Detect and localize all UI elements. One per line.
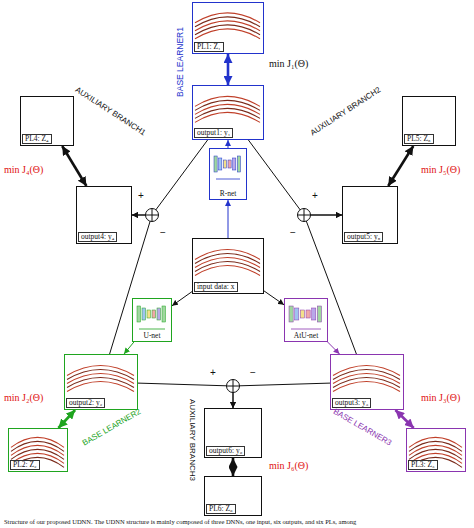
box-caption: output4: y₄ bbox=[78, 232, 117, 242]
connector-arrow bbox=[62, 146, 86, 186]
loss-label: min J₄(Θ) bbox=[3, 164, 44, 175]
connector-arrow bbox=[388, 146, 413, 186]
branch-name: AUXILIARY BRANCH3 bbox=[188, 399, 197, 481]
connector-arrow bbox=[138, 383, 233, 408]
network-name: AtU-net bbox=[294, 332, 319, 340]
sign-mark: + bbox=[138, 190, 144, 201]
network-name: U-net bbox=[143, 332, 160, 340]
connector-arrow bbox=[232, 458, 235, 476]
image-box: PL6: Z₆ bbox=[204, 476, 262, 516]
box-caption: output2: y₂ bbox=[66, 398, 105, 408]
connector-arrow bbox=[264, 291, 284, 305]
loss-label: min J₆(Θ) bbox=[268, 460, 309, 471]
image-box: output6: y₆ bbox=[204, 408, 262, 458]
image-box: output2: y₂ bbox=[64, 354, 138, 410]
box-caption: PL3: Z₃ bbox=[408, 460, 438, 470]
box-caption: input data: x bbox=[194, 282, 238, 292]
branch-name: AUXILIARY BRANCH1 bbox=[73, 86, 147, 138]
loss-label: min J₁(Θ) bbox=[268, 58, 309, 69]
connector-arrow bbox=[58, 410, 75, 428]
sign-mark: − bbox=[250, 367, 256, 378]
connector-arrow bbox=[132, 140, 208, 215]
connector-arrow bbox=[228, 140, 229, 148]
connector-arrow bbox=[328, 342, 340, 354]
connector-arrow bbox=[227, 54, 230, 85]
figure-caption: Structure of our proposed UDNN. The UDNN… bbox=[4, 518, 356, 525]
sign-mark: − bbox=[160, 227, 166, 238]
sign-mark: + bbox=[312, 190, 318, 201]
box-caption: PL5: Z₅ bbox=[404, 134, 434, 144]
sign-mark: + bbox=[210, 367, 216, 378]
network-box: R-net bbox=[209, 148, 247, 200]
network-box: U-net bbox=[132, 298, 172, 342]
sum-symbol bbox=[146, 209, 159, 222]
box-caption: PL1: Z₁ bbox=[194, 42, 224, 52]
connector-arrow bbox=[395, 410, 413, 428]
image-box: PL2: Z₂ bbox=[8, 428, 68, 472]
sign-mark: − bbox=[290, 227, 296, 238]
image-box: input data: x bbox=[192, 238, 264, 294]
image-box: output4: y₄ bbox=[76, 186, 132, 244]
loss-label: min J₂(Θ) bbox=[3, 392, 44, 403]
network-box: AtU-net bbox=[284, 298, 328, 342]
image-box: PL1: Z₁ bbox=[192, 2, 264, 54]
box-caption: PL2: Z₂ bbox=[10, 460, 40, 470]
connector-arrow bbox=[172, 292, 192, 306]
branch-name: BASE LEARNER2 bbox=[81, 408, 142, 449]
connector-arrow bbox=[228, 200, 229, 238]
sum-symbol bbox=[298, 209, 311, 222]
connector-arrow bbox=[248, 140, 342, 215]
connector-arrow bbox=[233, 383, 330, 408]
box-caption: output1: y₁ bbox=[194, 128, 233, 138]
loss-label: min J₃(Θ) bbox=[420, 392, 461, 403]
image-box: output1: y₁ bbox=[192, 85, 264, 140]
image-box: PL5: Z₅ bbox=[402, 96, 456, 146]
image-box: PL3: Z₃ bbox=[406, 428, 466, 472]
connector-arrow bbox=[124, 342, 134, 354]
image-box: output3: y₃ bbox=[330, 354, 404, 410]
image-box: output5: y₅ bbox=[342, 186, 398, 244]
box-caption: PL4: Z₄ bbox=[22, 134, 52, 144]
image-box: PL4: Z₄ bbox=[20, 96, 74, 146]
box-caption: output3: y₃ bbox=[332, 398, 371, 408]
branch-name: AUXILIARY BRANCH2 bbox=[309, 86, 383, 138]
box-caption: output5: y₅ bbox=[344, 232, 383, 242]
branch-name: BASE LEARNER1 bbox=[176, 27, 185, 97]
box-caption: PL6: Z₆ bbox=[206, 504, 236, 514]
sum-symbol bbox=[227, 380, 240, 393]
network-name: R-net bbox=[220, 190, 237, 198]
box-caption: output6: y₆ bbox=[206, 446, 245, 456]
loss-label: min J₅(Θ) bbox=[420, 164, 461, 175]
branch-name: BASE LEARNER3 bbox=[331, 408, 392, 449]
